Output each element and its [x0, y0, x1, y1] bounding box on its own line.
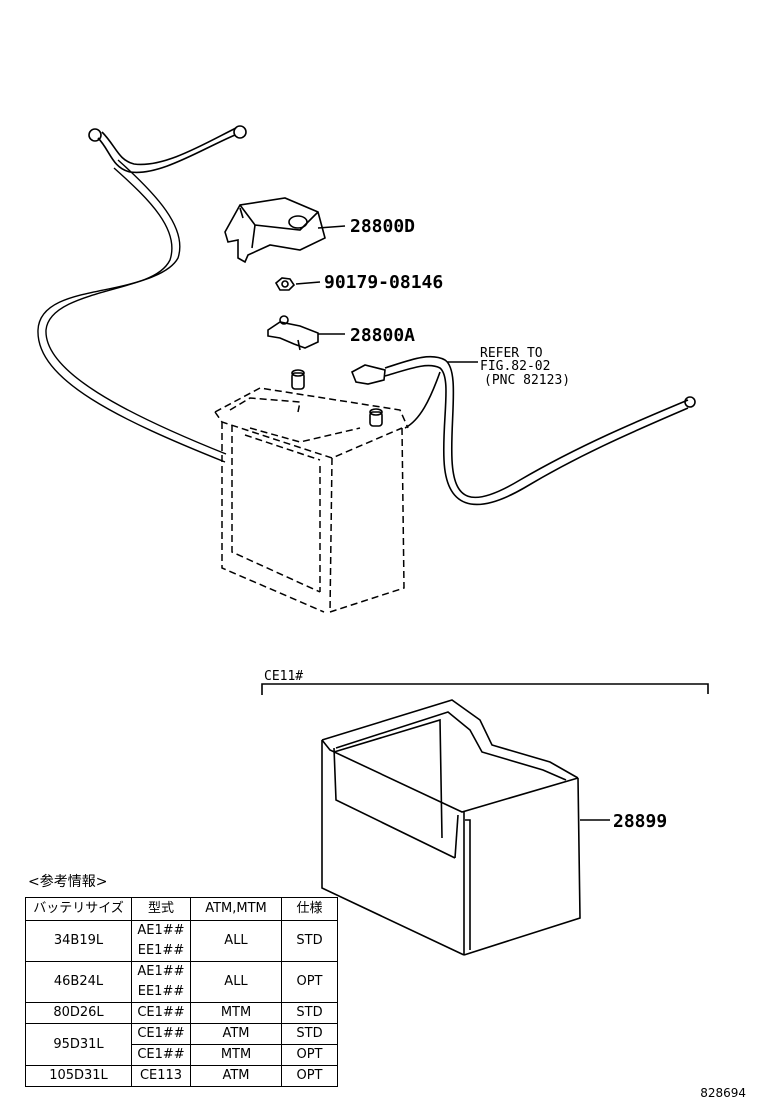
- refer-note-line2: FIG.82-02: [480, 359, 550, 374]
- cell-transmission: ALL: [190, 961, 282, 1003]
- cell-transmission: MTM: [190, 1002, 282, 1024]
- cell-spec: OPT: [281, 1065, 338, 1087]
- label-terminal-clamp: 28800A: [350, 325, 415, 346]
- model-range-bracket: [261, 683, 709, 695]
- cell-model-line: EE1##: [137, 984, 185, 999]
- cell-model: CE1##: [131, 1023, 191, 1045]
- diagram-reference-number: 828694: [700, 1086, 746, 1100]
- cell-model: CE1##: [131, 1044, 191, 1066]
- cell-spec: STD: [281, 1002, 338, 1024]
- table-row: 34B19L AE1## EE1## ALL STD: [25, 920, 338, 962]
- cell-transmission: ALL: [190, 920, 282, 962]
- positive-cable: [350, 355, 696, 506]
- cell-spec: OPT: [281, 961, 338, 1003]
- table-row: 80D26L CE1## MTM STD: [25, 1002, 338, 1024]
- refer-note-line1: REFER TO: [480, 346, 543, 361]
- cell-model: AE1## EE1##: [131, 920, 191, 962]
- leader-cover: [317, 225, 346, 229]
- table-row: 95D31L CE1## ATM STD: [25, 1023, 338, 1066]
- label-nut: 90179-08146: [324, 272, 443, 293]
- cell-size: 80D26L: [25, 1002, 132, 1024]
- label-battery-tray: 28899: [613, 811, 667, 832]
- cell-model-line: AE1##: [137, 923, 185, 938]
- reference-info-title: <参考情報>: [28, 874, 108, 890]
- cell-size: 46B24L: [25, 961, 132, 1003]
- cell-spec: OPT: [281, 1044, 338, 1066]
- cell-model: CE113: [131, 1065, 191, 1087]
- table-row: 105D31L CE113 ATM OPT: [25, 1065, 338, 1087]
- battery-reference-table: バッテリサイズ 型式 ATM,MTM 仕様 34B19L AE1## EE1##…: [25, 897, 338, 1087]
- cell-size: 105D31L: [25, 1065, 132, 1087]
- table-header-row: バッテリサイズ 型式 ATM,MTM 仕様: [25, 897, 338, 921]
- cell-transmission: ATM: [190, 1065, 282, 1087]
- refer-note-line3: (PNC 82123): [484, 373, 570, 388]
- cell-model-line: AE1##: [137, 964, 185, 979]
- battery-posts: [291, 369, 383, 427]
- cell-spec: STD: [281, 920, 338, 962]
- header-battery-size: バッテリサイズ: [25, 897, 132, 921]
- cell-transmission: MTM: [190, 1044, 282, 1066]
- terminal-cover: [224, 197, 326, 264]
- negative-cable: [37, 125, 247, 463]
- cell-spec: STD: [281, 1023, 338, 1045]
- battery: [214, 387, 409, 613]
- nut: [274, 277, 296, 291]
- header-transmission: ATM,MTM: [190, 897, 282, 921]
- table-row: 46B24L AE1## EE1## ALL OPT: [25, 961, 338, 1003]
- cell-model: AE1## EE1##: [131, 961, 191, 1003]
- table-row: CE1## MTM OPT: [26, 1044, 338, 1066]
- model-range-label: CE11#: [264, 669, 303, 684]
- header-model: 型式: [131, 897, 191, 921]
- header-spec: 仕様: [281, 897, 338, 921]
- battery-tray: [321, 699, 581, 956]
- leader-nut: [295, 281, 321, 285]
- cell-size: 95D31L: [25, 1023, 132, 1066]
- cell-model: CE1##: [131, 1002, 191, 1024]
- cell-transmission: ATM: [190, 1023, 282, 1045]
- label-terminal-cover: 28800D: [350, 216, 415, 237]
- terminal-clamp: [267, 315, 319, 351]
- cell-size: 34B19L: [25, 920, 132, 962]
- cell-model-line: EE1##: [137, 943, 185, 958]
